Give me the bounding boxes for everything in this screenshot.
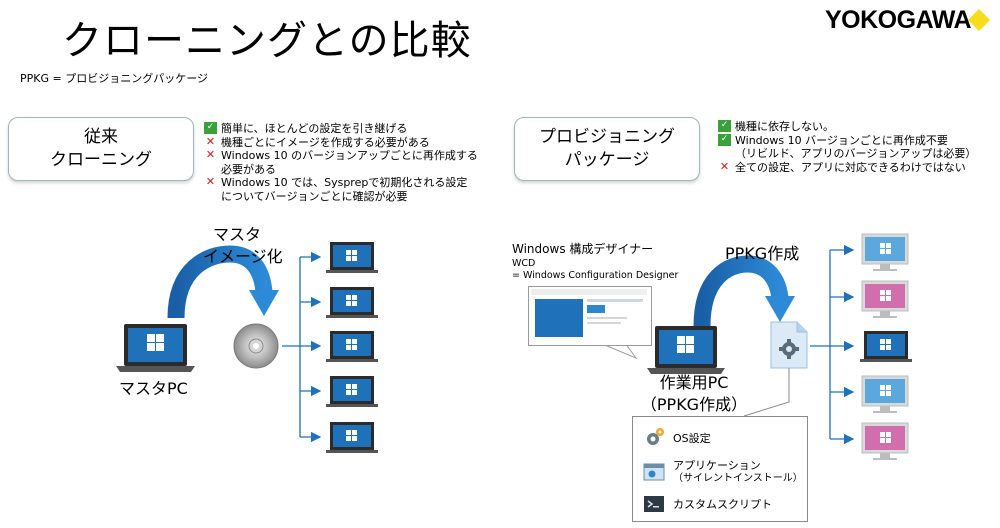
cross-icon: ✕ [205,175,216,189]
bullet-text: 機種ごとにイメージを作成する必要がある [221,135,430,149]
bullet-text: 機種に依存しない。 [735,120,834,133]
target-devices-right [860,233,912,460]
wcd-abbr: WCD [512,258,536,269]
target-laptop-icon [326,376,378,407]
distribution-tree-right [810,244,855,445]
check-icon: ✓ [204,122,217,134]
package-item-os-settings: OS設定 [643,427,711,449]
package-file-icon [770,321,808,369]
check-icon: ✓ [718,133,731,146]
cloning-label-line1: 従来 [84,127,118,147]
bullet-text: 全ての設定、アプリに対応できるわけではない [735,160,966,174]
bullet-item: ✓ 簡単に、ほとんどの設定を引き継げる [204,122,478,136]
provisioning-label-line2: パッケージ [564,150,650,170]
target-laptop-icon [326,287,378,318]
bullet-text: についてバージョンごとに確認が必要 [221,189,408,203]
target-laptop-icon [326,422,378,453]
bullet-item: ✓ Windows 10 バージョンごとに再作成不要 （リビルド、アプリのバージ… [718,133,977,161]
work-pc-label: 作業用PC （PPKG作成） [640,373,748,414]
app-window-icon [643,463,665,481]
cross-icon: ✕ [719,159,730,173]
bullet-text: Windows 10 のバージョンアップごとに再作成する [221,149,478,162]
bullet-text: Windows 10 バージョンごとに再作成不要 [735,133,948,147]
terminal-icon [644,496,664,512]
ppkg-create-label: PPKG作成 [725,244,800,263]
master-image-label: マスタ イメージ化 [203,225,283,266]
wcd-title: Windows 構成デザイナー [512,242,654,256]
subtitle: PPKG = プロビジョニングパッケージ [20,72,208,85]
monitor-icon [861,233,909,271]
monitor-icon [861,375,909,413]
bullet-text: 簡単に、ほとんどの設定を引き継げる [221,122,408,135]
wcd-screenshot-thumbnail [528,286,652,346]
package-item-custom-script: カスタムスクリプト [643,493,772,515]
logo-diamond-icon [968,9,990,31]
master-image-arrow [167,245,279,319]
package-item-applications: アプリケーション （サイレントインストール） [643,459,803,485]
distribution-tree-left [282,251,322,443]
cloning-label-line2: クローニング [50,150,152,170]
cross-icon: ✕ [205,134,216,148]
page-title: クローニングとの比較 [62,18,472,64]
bullet-text: 必要がある [221,162,276,176]
bullet-text: （リビルド、アプリのバージョンアップは必要） [735,147,977,160]
provisioning-label-box: プロビジョニング パッケージ [514,117,700,181]
package-contents-callout: OS設定 アプリケーション （サイレントインストール） カスタムスクリプト [632,416,808,522]
cloning-bullet-list: ✓ 簡単に、ほとんどの設定を引き継げる ✕ 機種ごとにイメージを作成する必要があ… [204,122,478,203]
provisioning-label-line1: プロビジョニング [539,127,675,147]
work-pc-laptop-icon [647,326,725,374]
target-laptop-icon [860,331,912,362]
check-icon: ✓ [718,120,731,132]
monitor-icon [861,280,909,318]
provisioning-bullet-list: ✓ 機種に依存しない。 ✓ Windows 10 バージョンごとに再作成不要 （… [718,120,976,174]
bullet-text: Windows 10 では、Sysprepで初期化される設定 [221,176,468,189]
monitor-icon [861,422,909,460]
bullet-item: ✕ 全ての設定、アプリに対応できるわけではない [718,159,976,175]
bullet-item: ✕ Windows 10 では、Sysprepで初期化される設定 についてバージ… [204,175,478,203]
bullet-item: ✕ Windows 10 のバージョンアップごとに再作成する 必要がある [204,148,478,176]
disc-image-icon [233,323,279,369]
bullet-item: ✓ 機種に依存しない。 [718,120,976,134]
master-pc-label: マスタPC [119,379,188,398]
cross-icon: ✕ [205,148,216,162]
package-callout-connector [743,368,790,417]
target-laptop-icon [326,242,378,273]
wcd-full-name: = Windows Configuration Designer [512,270,679,281]
cloning-label-box: 従来 クローニング [8,117,194,181]
master-pc-laptop-icon [116,324,195,372]
bullet-item: ✕ 機種ごとにイメージを作成する必要がある [204,134,478,150]
ppkg-create-arrow [693,255,795,327]
target-laptops-left [326,242,378,453]
company-logo: YOKOGAWA [825,6,972,34]
gear-icon [647,428,664,445]
target-laptop-icon [326,331,378,362]
